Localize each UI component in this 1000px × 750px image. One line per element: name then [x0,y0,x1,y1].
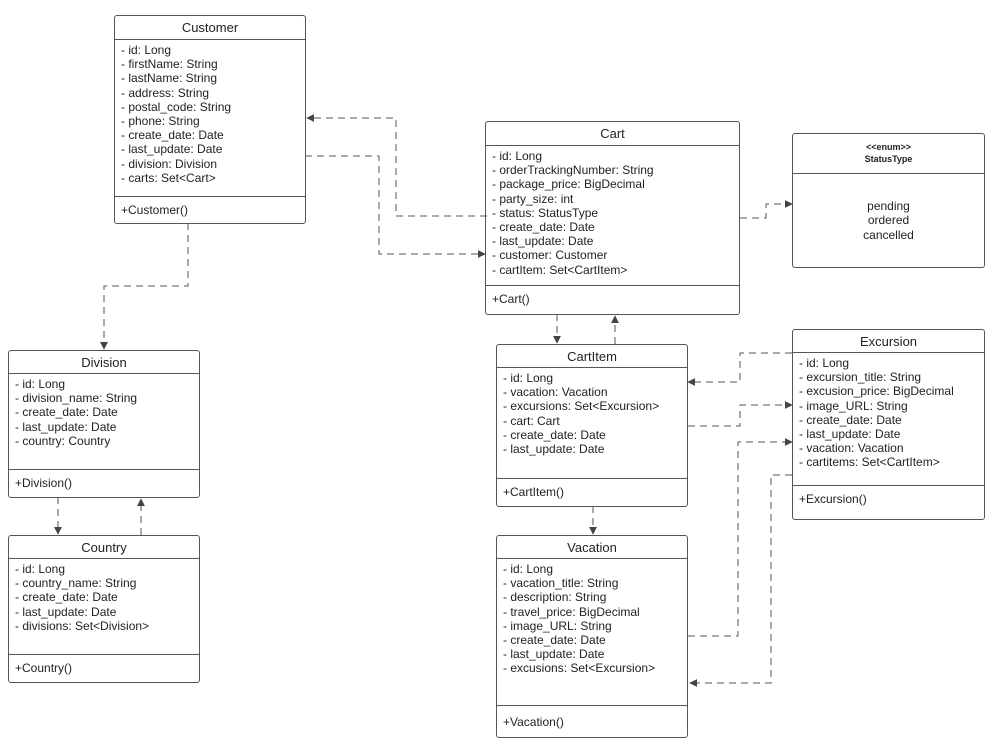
excursion-attributes: - id: Long - excursion_title: String - e… [793,352,984,486]
customer-class[interactable]: Customer - id: Long - firstName: String … [114,15,306,224]
attribute: - description: String [503,590,607,605]
enum-value: cancelled [863,227,914,242]
attribute: - address: String [121,85,210,100]
attribute: - id: Long [799,356,850,370]
attribute: - last_update: Date [15,604,117,619]
division-attributes: - id: Long - division_name: String - cre… [9,373,199,470]
attribute: - cart: Cart [503,413,560,428]
arrow-vacation-to-excursion [688,438,793,637]
arrow-customer-to-cart [305,155,486,258]
attribute: - image_URL: String [799,398,908,413]
statustype-enum[interactable]: <<enum>> StatusType pending ordered canc… [792,133,985,268]
cartitem-class-name: CartItem [497,345,687,368]
division-class-name: Division [9,351,199,374]
attribute: - id: Long [15,562,66,576]
division-class[interactable]: Division - id: Long - division_name: Str… [8,350,200,498]
country-class-name: Country [9,536,199,559]
attribute: - id: Long [503,371,554,385]
attribute: - create_date: Date [799,412,902,427]
attribute: - excursion_title: String [799,370,922,385]
arrow-cart-to-customer [306,114,487,217]
customer-methods: +Customer() [121,203,189,217]
attribute: - customer: Customer [492,248,608,263]
enum-value: pending [867,198,910,213]
attribute: - carts: Set<Cart> [121,170,216,185]
attribute: - excusion_price: BigDecimal [799,384,954,399]
arrow-cartitem-to-excursion [688,401,793,427]
attribute: - orderTrackingNumber: String [492,163,654,178]
arrow-excursion-to-vacation [689,474,792,687]
arrow-customer-to-division [100,223,189,350]
attribute: - cartitems: Set<CartItem> [799,455,940,470]
attribute: - package_price: BigDecimal [492,177,645,192]
attribute: - travel_price: BigDecimal [503,604,640,619]
attribute: - create_date: Date [15,405,118,420]
attribute: - status: StatusType [492,205,599,220]
attribute: - last_update: Date [503,442,605,457]
vacation-methods: +Vacation() [503,715,564,729]
attribute: - party_size: int [492,191,574,206]
country-methods: +Country() [15,661,73,675]
cartitem-methods: +CartItem() [503,485,565,499]
country-class[interactable]: Country - id: Long - country_name: Strin… [8,535,200,683]
country-attributes: - id: Long - country_name: String - crea… [9,558,199,655]
enum-name: StatusType [864,154,913,164]
attribute: - excursions: Set<Excursion> [503,399,660,414]
attribute: - last_update: Date [799,427,901,442]
attribute: - last_update: Date [503,647,605,662]
attribute: - lastName: String [121,71,218,86]
cart-class-name: Cart [486,122,739,146]
enum-header: <<enum>> StatusType [793,134,984,174]
attribute: - last_update: Date [492,234,594,249]
attribute: - last_update: Date [121,142,223,157]
attribute: - id: Long [492,149,543,163]
attribute: - division_name: String [15,391,138,406]
attribute: - vacation: Vacation [799,441,904,456]
excursion-class[interactable]: Excursion - id: Long - excursion_title: … [792,329,985,520]
attribute: - id: Long [15,377,66,391]
attribute: - create_date: Date [492,220,595,235]
excursion-class-name: Excursion [793,330,984,353]
attribute: - id: Long [121,43,172,57]
attribute: - create_date: Date [15,590,118,605]
attribute: - country: Country [15,433,111,448]
cart-methods: +Cart() [492,292,530,306]
attribute: - firstName: String [121,57,218,72]
customer-class-name: Customer [115,16,305,40]
enum-values: pending ordered cancelled [793,174,984,267]
attribute: - phone: String [121,114,200,129]
attribute: - create_date: Date [503,633,606,648]
attribute: - vacation_title: String [503,576,619,591]
attribute: - vacation: Vacation [503,385,608,400]
attribute: - excusions: Set<Excursion> [503,661,656,676]
cart-attributes: - id: Long - orderTrackingNumber: String… [486,145,739,286]
enum-stereotype: <<enum>> [865,142,912,152]
attribute: - id: Long [503,562,554,576]
customer-attributes: - id: Long - firstName: String - lastNam… [115,39,305,197]
arrow-cart-to-statustype [740,200,793,219]
vacation-attributes: - id: Long - vacation_title: String - de… [497,558,687,706]
cartitem-class[interactable]: CartItem - id: Long - vacation: Vacation… [496,344,688,507]
excursion-methods: +Excursion() [799,492,867,506]
vacation-class[interactable]: Vacation - id: Long - vacation_title: St… [496,535,688,738]
attribute: - create_date: Date [121,128,224,143]
attribute: - image_URL: String [503,618,612,633]
division-methods: +Division() [15,476,73,490]
arrow-excursion-to-cartitem [687,352,792,386]
attribute: - last_update: Date [15,419,117,434]
attribute: - divisions: Set<Division> [15,618,150,633]
vacation-class-name: Vacation [497,536,687,559]
attribute: - postal_code: String [121,99,232,114]
attribute: - cartItem: Set<CartItem> [492,262,628,277]
attribute: - country_name: String [15,576,137,591]
cart-class[interactable]: Cart - id: Long - orderTrackingNumber: S… [485,121,740,315]
enum-value: ordered [867,213,910,228]
attribute: - division: Division [121,156,218,171]
cartitem-attributes: - id: Long - vacation: Vacation - excurs… [497,367,687,479]
attribute: - create_date: Date [503,427,606,442]
